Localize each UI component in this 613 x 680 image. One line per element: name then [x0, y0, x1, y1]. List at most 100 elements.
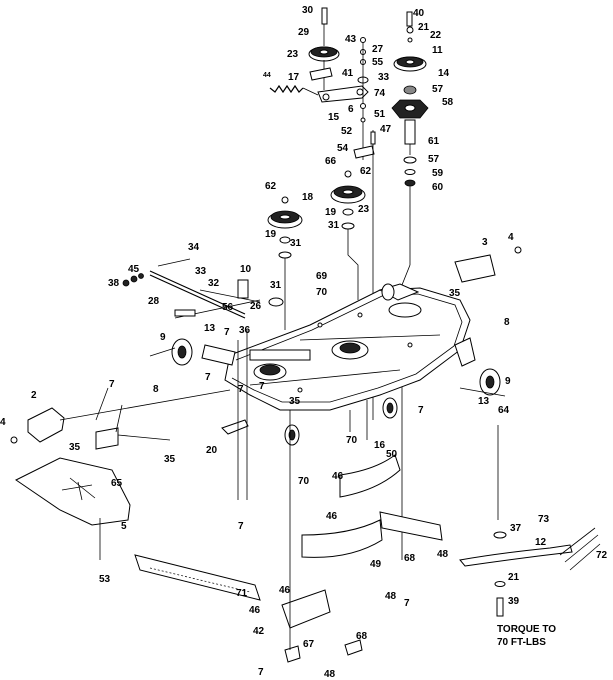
baffle-curved-lower: [301, 454, 443, 558]
deck-front-rollers: [284, 283, 398, 446]
center-idler-stack: [353, 37, 376, 420]
callout: 46: [249, 605, 261, 616]
callout: 40: [413, 8, 425, 19]
callout: 7: [238, 521, 244, 532]
callout: 59: [432, 168, 444, 179]
callout: 31: [290, 238, 302, 249]
callout: 23: [358, 204, 370, 215]
callout: 46: [279, 585, 291, 596]
callout: 27: [372, 44, 384, 55]
callout: 61: [428, 136, 440, 147]
callout: 2: [31, 390, 37, 401]
callout: 57: [428, 154, 440, 165]
callout: 70: [298, 476, 310, 487]
callout: 52: [341, 126, 353, 137]
callout: 35: [69, 442, 81, 453]
callout: 71: [236, 588, 248, 599]
callout: 64: [498, 405, 510, 416]
callout: 19: [325, 207, 337, 218]
torque-note-line-2: 70 FT-LBS: [497, 637, 546, 648]
callout: 5: [121, 521, 127, 532]
callout: 15: [328, 112, 340, 123]
callout: 7: [205, 372, 211, 383]
part-callouts: 30 29 23 17 44 43 27 55 41 33 74 6 15 51…: [0, 5, 608, 680]
callout: 20: [206, 445, 218, 456]
callout: 3: [482, 237, 488, 248]
deflector-plate: [281, 589, 363, 663]
callout: 34: [188, 242, 200, 253]
callout: 33: [195, 266, 207, 277]
callout: 35: [164, 454, 176, 465]
callout: 43: [345, 34, 357, 45]
torque-note-line-1: TORQUE TO: [497, 624, 556, 635]
callout: 51: [374, 109, 386, 120]
callout: 29: [298, 27, 310, 38]
callout: 46: [326, 511, 338, 522]
callout: 62: [265, 181, 277, 192]
idler-arm-assembly: [309, 67, 369, 103]
callout: 7: [238, 384, 244, 395]
callout: 32: [208, 278, 220, 289]
callout: 7: [109, 379, 115, 390]
callout: 48: [437, 549, 449, 560]
callout: 68: [404, 553, 416, 564]
callout: 30: [302, 5, 314, 16]
callout: 47: [380, 124, 392, 135]
callout: 48: [385, 591, 397, 602]
callout: 42: [253, 626, 265, 637]
callout: 56: [222, 302, 234, 313]
callout: 8: [504, 317, 510, 328]
callout: 60: [432, 182, 444, 193]
callout: 26: [250, 301, 262, 312]
callout: 9: [505, 376, 511, 387]
gauge-wheels: [149, 337, 506, 397]
mower-deck-housing: [224, 283, 471, 411]
right-spindle-stack: [391, 11, 429, 560]
lift-rod-assembly: [122, 258, 284, 319]
callout: 14: [438, 68, 450, 79]
callout: 11: [432, 45, 443, 56]
left-deck-pulley: [267, 196, 303, 330]
callout: 4: [0, 417, 6, 428]
callout: 54: [337, 143, 349, 154]
callout: 35: [289, 396, 301, 407]
callout: 72: [596, 550, 608, 561]
callout: 13: [204, 323, 216, 334]
callout: 6: [348, 104, 354, 115]
callout: 21: [418, 22, 430, 33]
callout: 23: [287, 49, 299, 60]
callout: 18: [302, 192, 314, 203]
callout: 65: [111, 478, 123, 489]
rear-baffle: [134, 554, 261, 601]
mulch-kit-chute: [15, 457, 131, 526]
tension-spring: [269, 84, 319, 96]
callout: 73: [538, 514, 550, 525]
callout: 74: [374, 88, 386, 99]
callout: 7: [418, 405, 424, 416]
callout: 70: [346, 435, 358, 446]
callout: 58: [442, 97, 454, 108]
callout: 8: [153, 384, 159, 395]
callout: 7: [224, 327, 230, 338]
callout: 38: [108, 278, 120, 289]
callout: 21: [508, 572, 520, 583]
callout: 41: [342, 68, 354, 79]
callout: 44: [263, 72, 271, 79]
callout: 45: [128, 264, 140, 275]
left-idler-pulley-stack: [308, 7, 340, 90]
callout: 7: [259, 381, 265, 392]
callout: 49: [370, 559, 382, 570]
callout: 12: [535, 537, 547, 548]
torque-note: TORQUE TO 70 FT-LBS: [497, 624, 556, 648]
callout: 57: [432, 84, 444, 95]
callout: 9: [160, 332, 166, 343]
callout: 62: [360, 166, 372, 177]
deck-brackets: [10, 246, 522, 450]
callout: 35: [449, 288, 461, 299]
callout: 37: [510, 523, 522, 534]
callout: 69: [316, 271, 328, 282]
callout: 17: [288, 72, 300, 83]
callout: 46: [332, 471, 344, 482]
callout: 67: [303, 639, 315, 650]
callout: 66: [325, 156, 337, 167]
